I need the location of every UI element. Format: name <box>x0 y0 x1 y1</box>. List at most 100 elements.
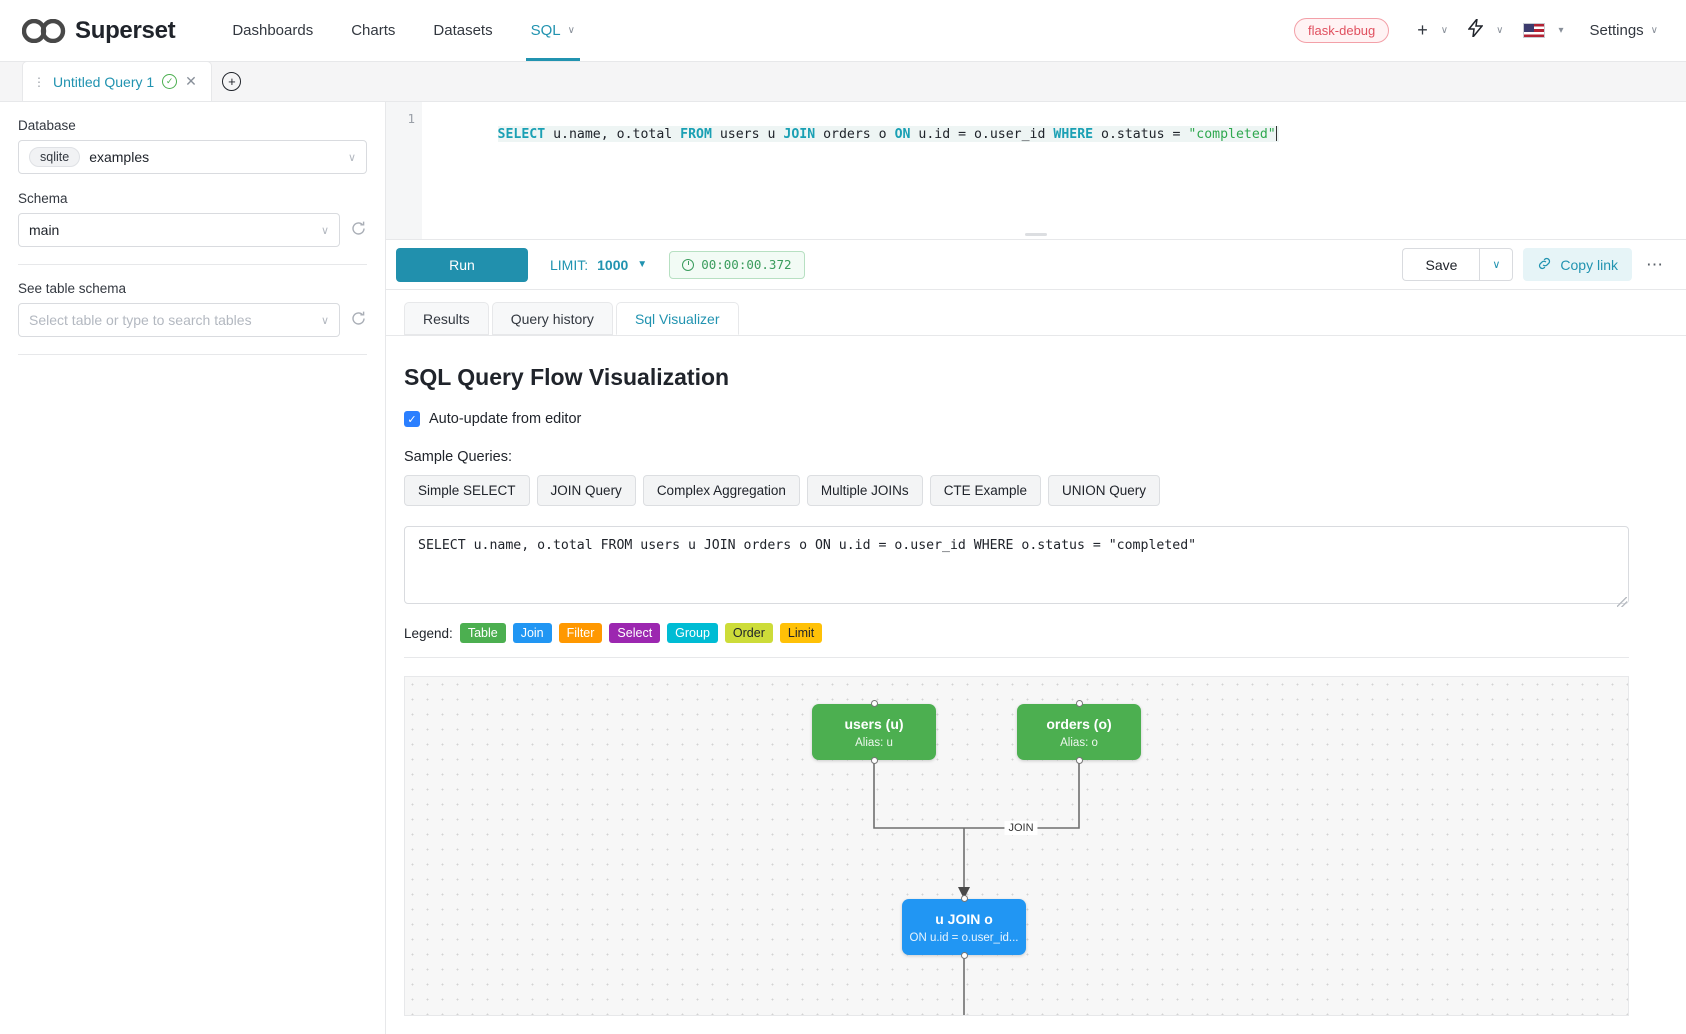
tab-query-history-label: Query history <box>510 310 594 327</box>
flow-node-users-title: users (u) <box>844 715 904 732</box>
link-icon <box>1537 256 1552 274</box>
node-handle-bottom[interactable] <box>1075 757 1083 764</box>
plus-icon: + <box>1417 20 1428 40</box>
left-query-panel: Database sqlite examples ∨ Schema main ∨… <box>0 102 386 1034</box>
table-search-input[interactable]: Select table or type to search tables ∨ <box>18 303 340 337</box>
chevron-down-icon: ∨ <box>320 314 329 327</box>
table-search-placeholder: Select table or type to search tables <box>29 312 252 328</box>
save-button[interactable]: Save <box>1402 248 1480 281</box>
sample-button-union-query[interactable]: UNION Query <box>1047 475 1160 506</box>
schema-selected-value: main <box>29 222 60 238</box>
tab-results[interactable]: Results <box>404 302 489 335</box>
auto-update-checkbox[interactable]: ✓ <box>404 411 420 427</box>
sql-visualizer-panel: SQL Query Flow Visualization ✓ Auto-upda… <box>386 335 1686 1034</box>
run-button[interactable]: Run <box>396 247 528 282</box>
editor-toolbar: Run LIMIT: 1000 ▼ 00:00:00.372 Save ∨ <box>386 233 1686 290</box>
add-query-tab-button[interactable]: + <box>211 61 252 101</box>
textarea-resize-handle[interactable] <box>1617 597 1627 607</box>
workspace: Database sqlite examples ∨ Schema main ∨… <box>0 102 1686 1034</box>
editor-code-area[interactable]: SELECT u.name, o.total FROM users u JOIN… <box>422 102 1686 239</box>
node-handle-top[interactable] <box>1075 700 1083 707</box>
flow-node-orders-title: orders (o) <box>1046 715 1112 732</box>
nav-link-sql[interactable]: SQL ∨ <box>512 0 594 61</box>
db-engine-badge: sqlite <box>29 147 81 167</box>
sample-button-multiple-joins[interactable]: Multiple JOINs <box>806 475 923 506</box>
quick-actions-button[interactable]: ∨ <box>1460 13 1511 48</box>
sample-button-join-query[interactable]: JOIN Query <box>536 475 636 506</box>
sample-query-buttons: Simple SELECT JOIN Query Complex Aggrega… <box>404 475 1629 506</box>
settings-menu[interactable]: Settings ∨ <box>1575 22 1664 39</box>
sample-queries-label: Sample Queries: <box>404 449 512 465</box>
legend-chip-order: Order <box>724 623 773 643</box>
auto-update-label: Auto-update from editor <box>429 411 582 427</box>
legend-chip-limit: Limit <box>779 623 823 643</box>
nav-link-dashboards[interactable]: Dashboards <box>213 0 332 61</box>
visualizer-query-textarea[interactable] <box>404 526 1629 604</box>
flow-node-orders[interactable]: orders (o) Alias: o <box>1017 700 1141 764</box>
flow-node-join-title: u JOIN o <box>935 910 993 927</box>
schema-field-row: main ∨ <box>18 213 367 247</box>
copy-link-label: Copy link <box>1560 256 1618 273</box>
visualizer-content: SQL Query Flow Visualization ✓ Auto-upda… <box>404 336 1629 1016</box>
query-timer-value: 00:00:00.372 <box>701 257 792 272</box>
brand-logo-area[interactable]: Superset <box>21 16 176 45</box>
us-flag-icon <box>1523 23 1546 38</box>
legend: Legend: Table Join Filter Select Group O… <box>404 623 1629 658</box>
tab-results-label: Results <box>423 310 470 327</box>
node-handle-bottom[interactable] <box>960 952 968 959</box>
settings-label: Settings <box>1589 22 1644 39</box>
save-button-group: Save ∨ <box>1402 248 1514 281</box>
node-handle-bottom[interactable] <box>870 757 878 764</box>
tab-sql-visualizer[interactable]: Sql Visualizer <box>615 302 739 335</box>
sample-button-complex-aggregation[interactable]: Complex Aggregation <box>642 475 800 506</box>
refresh-schema-icon[interactable] <box>350 220 367 240</box>
sample-button-cte-example[interactable]: CTE Example <box>929 475 1041 506</box>
language-selector[interactable]: ▾ <box>1515 17 1571 44</box>
edge-label-join: JOIN <box>1004 821 1038 835</box>
editor-gutter: 1 <box>386 102 422 239</box>
tab-query-history[interactable]: Query history <box>491 302 613 335</box>
flow-node-join[interactable]: u JOIN o ON u.id = o.user_id... <box>902 895 1026 959</box>
new-item-button[interactable]: + ∨ <box>1409 14 1456 47</box>
chevron-down-icon: ∨ <box>1496 25 1504 36</box>
save-dropdown-chevron-down-icon[interactable]: ∨ <box>1479 248 1514 281</box>
chevron-down-icon: ∨ <box>347 151 356 164</box>
nav-link-charts-label: Charts <box>351 22 396 39</box>
copy-link-button[interactable]: Copy link <box>1523 248 1632 281</box>
flow-canvas[interactable]: users (u) Alias: u orders (o) Alias: o J… <box>404 676 1629 1016</box>
more-options-icon[interactable]: ⋯ <box>1646 254 1664 274</box>
toolbar-right-cluster: Save ∨ Copy link ⋯ <box>1402 248 1668 281</box>
nav-link-charts[interactable]: Charts <box>332 0 414 61</box>
flow-node-users[interactable]: users (u) Alias: u <box>812 700 936 764</box>
flow-node-orders-subtitle: Alias: o <box>1060 736 1098 749</box>
flow-node-join-subtitle: ON u.id = o.user_id... <box>909 931 1019 944</box>
nav-link-datasets[interactable]: Datasets <box>414 0 511 61</box>
bolt-icon <box>1467 16 1484 42</box>
panel-resize-handle[interactable] <box>1025 233 1047 236</box>
query-tab-untitled-query-1[interactable]: ⋮ Untitled Query 1 ✓ ✕ <box>22 61 212 101</box>
drag-handle-icon[interactable]: ⋮ <box>33 74 45 89</box>
refresh-tables-icon[interactable] <box>350 310 367 330</box>
status-badge-flask-debug: flask-debug <box>1294 18 1390 43</box>
legend-chip-group: Group <box>667 623 718 643</box>
query-tab-strip: ⋮ Untitled Query 1 ✓ ✕ + <box>0 61 1686 102</box>
query-input-wrapper <box>404 526 1629 609</box>
legend-chip-select: Select <box>609 623 661 643</box>
brand-name: Superset <box>75 16 176 44</box>
limit-dropdown[interactable]: LIMIT: 1000 ▼ <box>550 257 647 273</box>
sql-editor[interactable]: 1 SELECT u.name, o.total FROM users u JO… <box>386 102 1686 240</box>
schema-select[interactable]: main ∨ <box>18 213 340 247</box>
query-tab-label: Untitled Query 1 <box>53 73 155 90</box>
close-icon[interactable]: ✕ <box>185 73 197 89</box>
node-handle-top[interactable] <box>960 895 968 902</box>
legend-chip-join: Join <box>512 623 552 643</box>
database-select[interactable]: sqlite examples ∨ <box>18 140 367 174</box>
primary-nav: Dashboards Charts Datasets SQL ∨ <box>213 0 594 61</box>
superset-logo-icon <box>21 18 66 43</box>
sample-button-simple-select[interactable]: Simple SELECT <box>404 475 530 506</box>
chevron-down-icon: ∨ <box>1440 25 1449 36</box>
query-status-check-icon: ✓ <box>162 74 178 89</box>
editor-line-number: 1 <box>407 111 415 126</box>
flow-node-users-subtitle: Alias: u <box>855 736 893 749</box>
node-handle-top[interactable] <box>870 700 878 707</box>
